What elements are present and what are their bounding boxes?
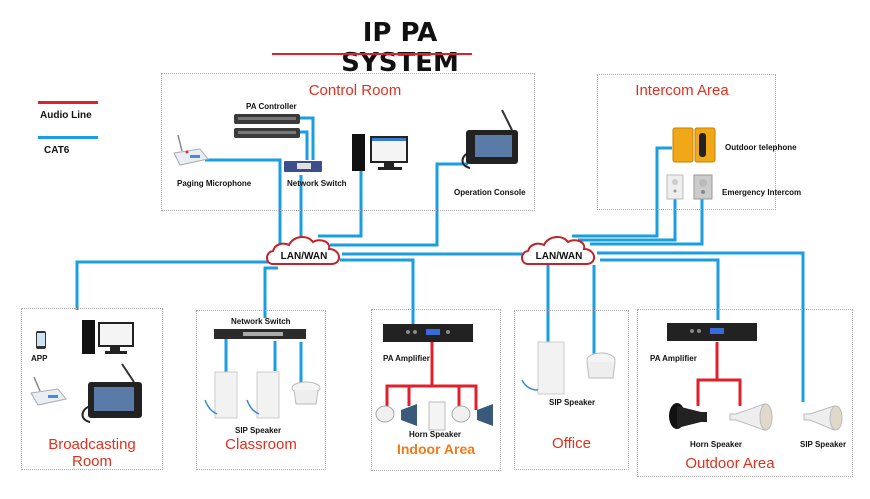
classroom-title: Classroom xyxy=(225,436,297,453)
cat6-computer xyxy=(318,170,363,238)
audio-lines xyxy=(385,342,742,410)
indoor-pa-amplifier-label: PA Amplifier xyxy=(383,354,430,363)
cat6-console xyxy=(330,162,468,247)
cat6-paging-mic xyxy=(205,158,282,248)
legend-cat6-label: CAT6 xyxy=(44,145,70,156)
outdoor-horn-speaker-label: Horn Speaker xyxy=(690,440,743,449)
outdoor-pa-amplifier-label: PA Amplifier xyxy=(650,354,697,363)
broadcasting-room-title-2: Room xyxy=(71,453,112,470)
broadcasting-room-title-1: Broadcasting xyxy=(48,436,136,453)
indoor-horn-speaker-label: Horn Speaker xyxy=(409,430,462,439)
office-title: Office xyxy=(552,435,591,452)
lan-wan-cloud-left xyxy=(266,236,340,265)
broadcasting-computer-icon xyxy=(82,320,134,354)
outdoor-telephone-icon xyxy=(672,127,716,163)
cat6-outdoor-sip xyxy=(597,251,805,402)
office-sip-speaker-label: SIP Speaker xyxy=(549,398,596,407)
legend-cat6-swatch xyxy=(38,136,98,139)
intercom-area-title: Intercom Area xyxy=(635,82,729,99)
outdoor-horn-speaker-white-icon xyxy=(729,403,773,431)
cat6-outdoor-amp xyxy=(600,258,720,320)
app-label: APP xyxy=(31,354,48,363)
emergency-intercom-icon-2 xyxy=(693,174,713,200)
network-switch-label: Network Switch xyxy=(287,179,347,188)
classroom-switch-label: Network Switch xyxy=(231,317,291,326)
title-underline xyxy=(272,53,472,55)
zone-outdoor-area xyxy=(637,309,853,477)
outdoor-telephone-label: Outdoor telephone xyxy=(725,143,797,152)
audio-indoor-bus xyxy=(385,384,478,410)
cat6-indoor xyxy=(340,258,415,325)
pa-controller-icon xyxy=(234,114,300,138)
office-ceiling-speaker-icon xyxy=(586,352,616,379)
legend-audio-line-swatch xyxy=(38,101,98,104)
cat6-broadcasting xyxy=(75,260,270,310)
control-room-title: Control Room xyxy=(308,82,402,99)
outdoor-pa-amplifier-icon xyxy=(667,323,757,341)
zone-broadcasting-room xyxy=(21,308,163,470)
outdoor-sip-speaker-icon xyxy=(803,405,843,431)
indoor-area-title: Indoor Area xyxy=(396,441,476,457)
zone-classroom xyxy=(196,310,326,470)
computer-icon xyxy=(352,134,408,171)
zone-control-room xyxy=(161,73,535,211)
zone-indoor-area xyxy=(371,309,501,471)
cat6-emergency-intercom-2 xyxy=(590,198,704,246)
cat6-emergency-intercom-1 xyxy=(578,198,677,242)
operation-console-icon xyxy=(461,109,518,169)
lan-wan-right-label: LAN/WAN xyxy=(535,251,583,262)
classroom-ceiling-speaker xyxy=(291,381,321,405)
cat6-pa-controller-2 xyxy=(300,130,309,160)
audio-outdoor-bus xyxy=(696,378,742,406)
app-phone-icon xyxy=(36,331,46,349)
emergency-intercom-label: Emergency Intercom xyxy=(722,188,802,197)
classroom-switch-icon xyxy=(214,329,306,339)
outdoor-area-title: Outdoor Area xyxy=(685,455,775,472)
broadcasting-paging-mic-icon xyxy=(30,376,67,406)
classroom-sip-speaker-label: SIP Speaker xyxy=(235,426,282,435)
cat6-pa-controller-1 xyxy=(300,116,315,160)
legend-audio-line-label: Audio Line xyxy=(40,110,92,121)
lan-wan-cloud-right xyxy=(521,236,595,265)
classroom-sip-speaker-1 xyxy=(204,371,238,419)
zone-office xyxy=(514,310,629,470)
pa-controller-label: PA Controller xyxy=(246,102,297,111)
office-sip-speaker-icon xyxy=(521,341,565,395)
outdoor-horn-speaker-black-icon xyxy=(669,403,707,429)
cat6-classroom xyxy=(263,266,278,318)
paging-microphone-label: Paging Microphone xyxy=(177,179,252,188)
broadcasting-console-icon xyxy=(81,363,142,423)
indoor-speakers-icon xyxy=(375,401,493,431)
emergency-intercom-icon-1 xyxy=(666,174,684,200)
page-title: IP PA SYSTEM xyxy=(341,18,459,78)
operation-console-label: Operation Console xyxy=(454,188,526,197)
indoor-pa-amplifier-icon xyxy=(383,324,473,342)
outdoor-sip-speaker-label: SIP Speaker xyxy=(800,440,847,449)
classroom-sip-speaker-2 xyxy=(246,371,280,419)
cat6-outdoor-telephone xyxy=(572,146,672,238)
lan-wan-left-label: LAN/WAN xyxy=(280,251,328,262)
network-switch-icon xyxy=(284,161,322,172)
paging-microphone-icon xyxy=(173,134,209,166)
zone-intercom-area xyxy=(597,74,776,210)
